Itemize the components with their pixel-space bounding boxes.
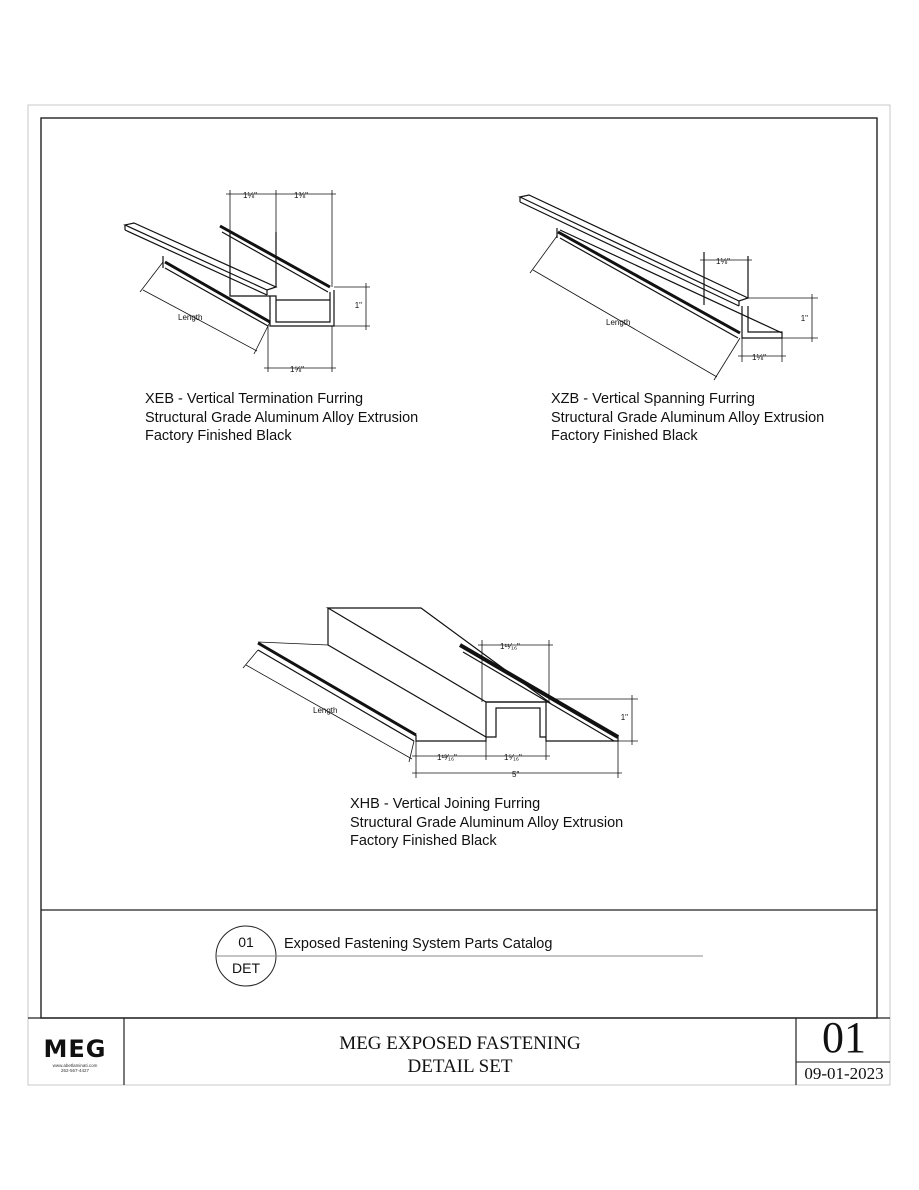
xhb-caption: XHB - Vertical Joining Furring Structura…: [350, 795, 623, 851]
xzb-caption: XZB - Vertical Spanning Furring Structur…: [551, 390, 824, 446]
xhb-dim-length: Length: [313, 706, 337, 715]
xeb-drawing: [123, 190, 370, 372]
logo-contact: www.abetlaminati.com 262-567-4427: [30, 1063, 120, 1073]
xhb-dim-top: 1¹¹⁄₁₆": [500, 642, 520, 651]
xzb-dim-top: 1⅛": [716, 257, 730, 266]
xeb-caption: XEB - Vertical Termination Furring Struc…: [145, 390, 418, 446]
xeb-dim-length: Length: [178, 313, 202, 322]
sheet-date: 09-01-2023: [804, 1064, 884, 1083]
xhb-caption-material: Structural Grade Aluminum Alloy Extrusio…: [350, 814, 624, 831]
title-line-1: MEG EXPOSED FASTENING: [339, 1033, 581, 1054]
xhb-caption-finish: Factory Finished Black: [350, 833, 497, 849]
xzb-drawing: [518, 194, 818, 381]
sheet-border: [27, 104, 891, 1086]
xhb-caption-title: XHB - Vertical Joining Furring: [350, 796, 541, 812]
xeb-caption-material: Structural Grade Aluminum Alloy Extrusio…: [145, 409, 419, 426]
xhb-drawing: [242, 607, 638, 778]
detail-sheet-code: DET: [232, 960, 260, 976]
xeb-dim-top-right: 1⅜": [294, 191, 308, 200]
xzb-dim-height: 1": [801, 314, 808, 323]
detail-bubble: [215, 925, 703, 987]
xzb-caption-title: XZB - Vertical Spanning Furring: [551, 391, 755, 407]
dimension-labels: 1⅛" 1⅜" 1" 1⅝" Length 1⅛" 1" 1⅛" Length …: [178, 191, 808, 779]
xeb-caption-finish: Factory Finished Black: [145, 428, 292, 444]
logo-website: www.abetlaminati.com: [52, 1063, 98, 1068]
title-block-title: MEG EXPOSED FASTENING DETAIL SET: [124, 1032, 796, 1078]
catalog-title: Exposed Fastening System Parts Catalog: [284, 936, 553, 952]
xeb-caption-title: XEB - Vertical Termination Furring: [145, 391, 364, 407]
meg-logo: MEG: [43, 1035, 107, 1063]
xeb-dim-top-left: 1⅛": [243, 191, 257, 200]
xhb-dim-overall: 5": [512, 770, 519, 779]
xzb-dim-length: Length: [606, 318, 630, 327]
detail-number: 01: [238, 934, 254, 950]
sheet-number: 01: [822, 1013, 866, 1062]
xhb-dim-height: 1": [621, 713, 628, 722]
xeb-dim-height: 1": [355, 301, 362, 310]
xhb-dim-bottom-left: 1¹³⁄₁₆": [437, 753, 457, 762]
xzb-caption-finish: Factory Finished Black: [551, 428, 698, 444]
xzb-caption-material: Structural Grade Aluminum Alloy Extrusio…: [551, 409, 825, 426]
logo-phone: 262-567-4427: [60, 1068, 90, 1073]
xzb-dim-bottom: 1⅛": [752, 353, 766, 362]
title-line-2: DETAIL SET: [407, 1056, 513, 1077]
xeb-dim-bottom: 1⅝": [290, 365, 304, 374]
xhb-dim-bottom-mid: 1⁵⁄₁₆": [504, 753, 522, 762]
